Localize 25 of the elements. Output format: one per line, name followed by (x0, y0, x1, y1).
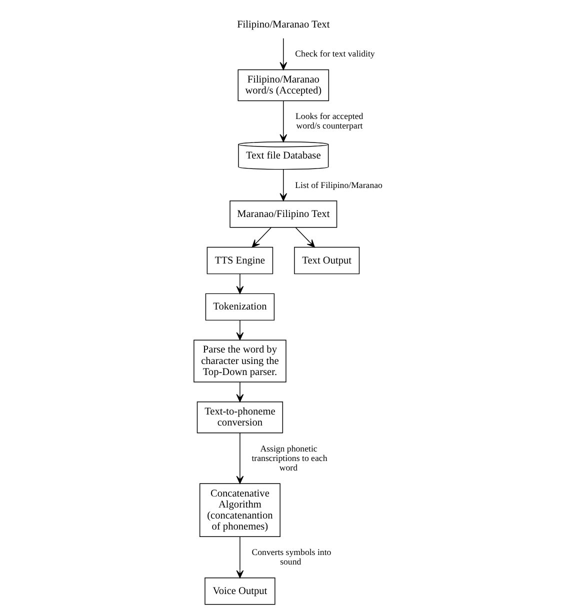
arrow (236, 320, 244, 340)
node-box: Filipino/Maranao word/s (Accepted) (237, 69, 329, 102)
arrow (236, 432, 244, 484)
node-box: Maranao/Filipino Text (229, 200, 337, 228)
edge-label: Converts symbols into sound (251, 546, 331, 566)
arrow (279, 38, 287, 70)
arrow (251, 227, 271, 248)
arrow (236, 536, 244, 578)
node-box: Text-to-phoneme conversion (196, 402, 283, 434)
node-box: Concatenative Algorithm (concatenantion of phonemes) (198, 483, 280, 538)
edge-label: List of Filipino/Maranao (294, 180, 382, 190)
node-box: Text Output (294, 246, 360, 274)
node-box: Voice Output (204, 578, 275, 605)
edge-label: Check for text validity (294, 48, 374, 59)
arrow (279, 100, 287, 142)
node-box: TTS Engine (206, 246, 273, 274)
arrow (294, 227, 314, 248)
node-box: Parse the word by character using the Top-Down parser. (193, 340, 286, 382)
edge-label: Looks for accepted word/s counterpart (295, 110, 363, 130)
node-text: Filipino/Maranao Text (236, 20, 330, 31)
arrow (279, 168, 287, 202)
edge-label: Assign phonetic transcriptions to each word (251, 443, 327, 472)
arrow (236, 274, 244, 294)
arrow (236, 382, 244, 402)
node-box: Tokenization (204, 293, 274, 321)
